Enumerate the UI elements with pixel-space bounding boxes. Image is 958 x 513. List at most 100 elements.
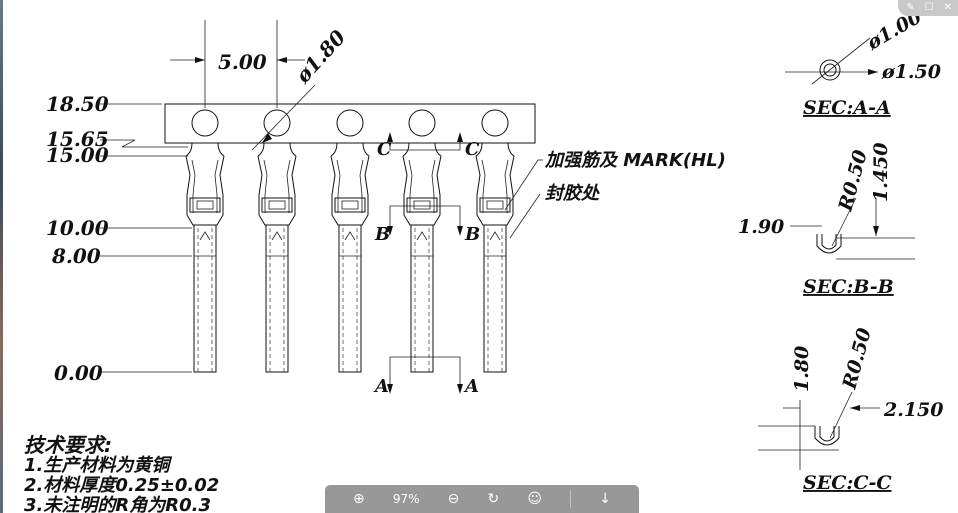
sec-cc-height: 1.80 — [791, 346, 813, 392]
terminal-mark — [341, 200, 359, 210]
dim-15-65: 15.65 — [46, 127, 109, 151]
terminal-crimp — [330, 155, 370, 226]
dim-hole-dia: ø1.80 — [290, 25, 350, 88]
section-a-a: ø1.00 ø1.50 SEC:A-A — [785, 6, 941, 119]
sec-cc-width: 2.150 — [883, 399, 944, 421]
viewer-toolbar: ⊕ 97% ⊖ ↻ ☺ ↓ — [325, 485, 639, 513]
section-lines: C C B B A A — [373, 132, 480, 397]
pilot-hole — [336, 109, 364, 137]
section-mark-a-right: A — [463, 376, 479, 397]
zoom-in-icon[interactable]: ⊕ — [353, 491, 365, 507]
terminal-crimp — [257, 155, 297, 226]
terminal-seal-mark — [344, 231, 356, 241]
pitch-dimension: 5.00 — [170, 20, 305, 108]
terminal-pin — [410, 224, 434, 373]
terminal-neck — [402, 142, 442, 157]
pilot-hole — [191, 109, 219, 137]
terminal-neck — [185, 142, 225, 157]
callout-rib-mark: 加强筋及 MARK(HL) — [544, 150, 726, 171]
note-item: 1.生产材料为黄铜 — [24, 455, 172, 476]
terminal-mark — [196, 200, 214, 210]
dim-18-50: 18.50 — [46, 92, 109, 116]
terminal-seal-mark — [416, 231, 428, 241]
maximize-icon[interactable]: ☐ — [924, 2, 934, 13]
section-mark-b-left: B — [374, 224, 390, 245]
zoom-out-icon[interactable]: ⊖ — [447, 491, 460, 507]
terminal-crimp-inner — [481, 159, 509, 213]
sec-aa-outer — [819, 59, 841, 81]
terminal-crimp-inner — [336, 159, 364, 213]
terminal-seal-mark — [199, 231, 211, 241]
dim-10-00: 10.00 — [46, 216, 109, 240]
close-icon[interactable]: ✕ — [943, 2, 952, 13]
terminal-seal-mark — [271, 231, 283, 241]
dim-8-00: 8.00 — [51, 244, 101, 268]
sec-cc-title: SEC:C-C — [803, 472, 891, 494]
terminal-pin — [265, 224, 289, 373]
terminal — [185, 142, 225, 373]
sec-aa-inner — [823, 63, 837, 77]
sec-bb-title: SEC:B-B — [803, 276, 894, 298]
terminal-rib — [334, 197, 366, 213]
rotate-icon[interactable]: ↻ — [487, 491, 500, 507]
sec-bb-profile — [816, 234, 842, 254]
terminal-crimp-inner — [408, 159, 436, 213]
terminal-mark — [268, 200, 286, 210]
terminal-crimp — [475, 155, 515, 226]
sec-cc-radius: R0.50 — [838, 326, 876, 393]
section-c-c: 1.80 R0.50 2.150 SEC:C-C — [758, 326, 944, 494]
terminal-pin — [193, 224, 217, 373]
sec-bb-width: 1.90 — [738, 216, 784, 238]
dim-pitch: 5.00 — [218, 50, 267, 74]
terminal-crimp — [402, 155, 442, 226]
section-b-b: 1.90 R0.50 1.450 SEC:B-B — [738, 143, 915, 298]
terminal-mark — [486, 200, 504, 210]
sec-aa-outer-dia: ø1.50 — [881, 61, 941, 83]
pilot-hole — [481, 109, 509, 137]
terminal-mark — [413, 200, 431, 210]
notes-title: 技术要求: — [24, 433, 112, 457]
terminal — [475, 142, 515, 373]
terminal — [402, 142, 442, 373]
carrier-strip — [164, 103, 536, 144]
left-window-edge — [0, 0, 3, 513]
pilot-holes — [191, 109, 509, 137]
terminal-group — [185, 142, 515, 373]
pilot-hole — [263, 109, 291, 137]
terminal-rib — [189, 197, 221, 213]
terminal-pin — [338, 224, 362, 373]
window-controls: ✎ ☐ ✕ — [898, 0, 958, 16]
section-mark-a-left: A — [373, 376, 389, 397]
terminal-neck — [257, 142, 297, 157]
terminal — [330, 142, 370, 373]
terminal-neck — [475, 142, 515, 157]
pin-icon[interactable]: ✎ — [906, 2, 915, 13]
technical-notes: 技术要求: 1.生产材料为黄铜 2.材料厚度0.25±0.02 3.未注明的R角… — [24, 433, 219, 513]
section-mark-b-right: B — [464, 224, 480, 245]
terminal-crimp — [185, 155, 225, 226]
terminal-crimp-inner — [263, 159, 291, 213]
dim-0-00: 0.00 — [54, 361, 103, 385]
terminal-neck — [330, 142, 370, 157]
terminal-rib — [479, 197, 511, 213]
note-item: 2.材料厚度0.25±0.02 — [24, 475, 219, 496]
terminal-seal-mark — [489, 231, 501, 241]
sec-cc-profile — [814, 426, 840, 446]
download-icon[interactable]: ↓ — [599, 491, 611, 507]
callouts: 加强筋及 MARK(HL) 封胶处 — [504, 150, 726, 239]
sec-bb-radius: R0.50 — [834, 148, 872, 215]
terminal-pin — [483, 224, 507, 373]
terminal — [257, 142, 297, 373]
callout-seal: 封胶处 — [545, 183, 600, 204]
section-mark-c-left: C — [377, 139, 392, 160]
sec-bb-height: 1.450 — [870, 143, 892, 203]
pilot-hole — [408, 109, 436, 137]
emoji-icon[interactable]: ☺ — [527, 491, 542, 507]
note-item: 3.未注明的R角为R0.3 — [24, 495, 211, 513]
height-dimensions: 18.50 15.65 15.00 10.00 8.00 0.00 — [46, 92, 192, 385]
terminal-rib — [261, 197, 293, 213]
sec-aa-title: SEC:A-A — [803, 97, 891, 119]
zoom-level: 97% — [392, 492, 420, 506]
